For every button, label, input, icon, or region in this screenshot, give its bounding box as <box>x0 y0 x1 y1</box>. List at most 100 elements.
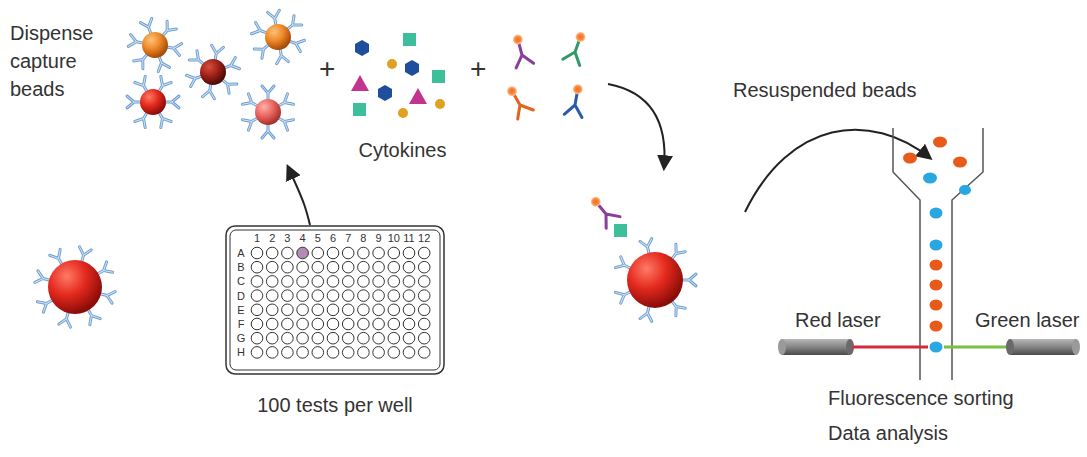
well <box>358 261 370 273</box>
well <box>266 290 278 302</box>
well <box>297 318 309 330</box>
capture-bead <box>48 260 102 314</box>
well <box>418 261 430 273</box>
well <box>418 290 430 302</box>
column-number: 8 <box>360 232 366 244</box>
well <box>282 304 294 316</box>
well <box>403 332 415 344</box>
well <box>297 247 309 259</box>
well <box>327 332 339 344</box>
well <box>327 247 339 259</box>
row-letter: E <box>237 304 244 316</box>
capture-antibody <box>209 45 223 61</box>
well <box>418 332 430 344</box>
capture-antibody <box>203 83 217 99</box>
well <box>266 332 278 344</box>
well <box>373 290 385 302</box>
well <box>312 318 324 330</box>
column-number: 10 <box>388 232 400 244</box>
column-number: 3 <box>284 232 290 244</box>
column-number: 1 <box>254 232 260 244</box>
well <box>358 276 370 288</box>
well <box>403 247 415 259</box>
well <box>297 276 309 288</box>
well <box>342 290 354 302</box>
column-number: 12 <box>418 232 430 244</box>
well <box>312 276 324 288</box>
cytokine-group: Cytokines <box>345 25 464 167</box>
capture-bead <box>265 24 291 50</box>
well <box>312 347 324 359</box>
well <box>297 261 309 273</box>
node-label: Cytokines <box>345 137 460 163</box>
well <box>388 247 400 259</box>
well <box>373 332 385 344</box>
well <box>297 304 309 316</box>
well <box>358 347 370 359</box>
well <box>251 247 263 259</box>
plus-sign: + <box>470 56 486 82</box>
well <box>251 332 263 344</box>
well <box>373 304 385 316</box>
well <box>388 304 400 316</box>
capture-antibody <box>166 41 182 55</box>
well <box>251 318 263 330</box>
well <box>418 318 430 330</box>
capture-antibody <box>274 48 288 64</box>
well <box>358 304 370 316</box>
well <box>403 318 415 330</box>
detection-antibodies <box>502 29 591 119</box>
column-number: 9 <box>376 232 382 244</box>
well <box>388 347 400 359</box>
row-letter: G <box>237 332 246 344</box>
well <box>266 304 278 316</box>
node-label: 100 tests per well <box>225 392 445 418</box>
bound-bead <box>627 252 683 308</box>
row-letter: D <box>237 290 245 302</box>
capture-antibody <box>128 35 144 49</box>
well <box>373 318 385 330</box>
well <box>388 318 400 330</box>
well <box>312 332 324 344</box>
capture-antibody <box>262 86 274 100</box>
node-label: Dispense capture beads <box>10 19 115 103</box>
row-letter: B <box>237 261 244 273</box>
red-laser <box>778 339 928 355</box>
capture-bead <box>142 32 168 58</box>
well <box>297 347 309 359</box>
well <box>251 261 263 273</box>
well <box>418 347 430 359</box>
well <box>403 261 415 273</box>
well <box>418 247 430 259</box>
well <box>266 261 278 273</box>
well <box>327 304 339 316</box>
row-letter: A <box>237 247 244 259</box>
well <box>342 247 354 259</box>
column-number: 6 <box>330 232 336 244</box>
column-number: 11 <box>403 232 414 244</box>
well <box>266 318 278 330</box>
well <box>403 347 415 359</box>
well <box>342 332 354 344</box>
well <box>327 318 339 330</box>
well <box>342 318 354 330</box>
capture-bead <box>255 99 281 125</box>
column-number: 5 <box>315 232 321 244</box>
cytokine-shapes <box>351 33 445 118</box>
well <box>282 290 294 302</box>
plate-outline <box>225 225 445 375</box>
column-number: 2 <box>269 232 275 244</box>
well <box>327 290 339 302</box>
well <box>312 247 324 259</box>
capture-bead <box>200 59 226 85</box>
bead-group: Dispense capture beads <box>10 15 310 165</box>
laser-label: Green laser <box>975 307 1080 333</box>
flow-arrow <box>288 167 310 225</box>
well <box>388 290 400 302</box>
well <box>266 347 278 359</box>
well <box>342 276 354 288</box>
bound-detection-antibody <box>586 192 620 228</box>
row-letter: F <box>238 318 245 330</box>
row-letter: C <box>237 275 245 287</box>
well <box>282 318 294 330</box>
